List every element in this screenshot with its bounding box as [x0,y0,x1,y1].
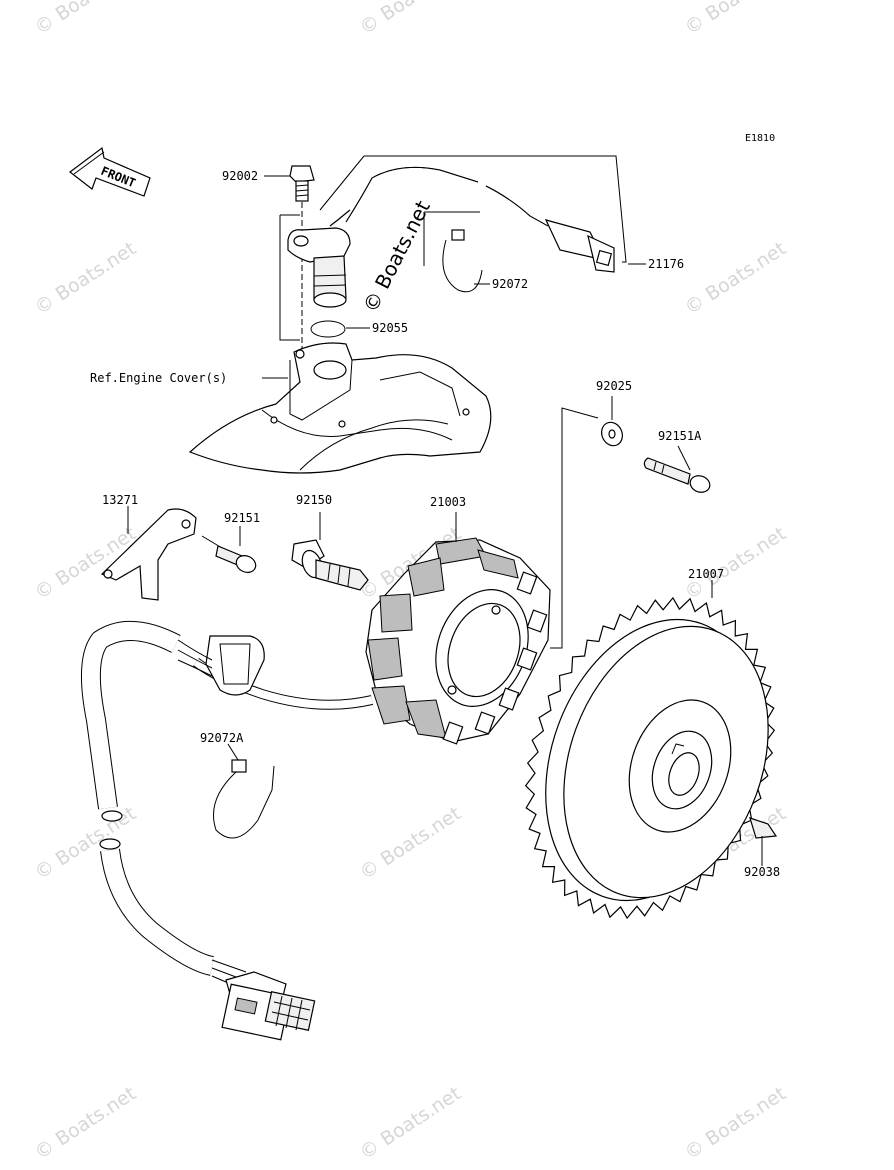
watermark: © Boats.net [681,523,790,605]
washer-bolt-group [601,396,711,493]
part-label: 13271 [102,493,138,507]
watermark: © Boats.net [358,197,435,317]
sensor-assembly [279,155,627,355]
key-92038 [749,817,778,866]
stator [365,512,551,745]
part-label: 92151A [658,429,702,443]
part-label: 21176 [648,257,684,271]
stator-teeth [442,571,548,745]
front-arrow-icon: FRONT [69,146,151,197]
part-label: 92055 [372,321,408,335]
leader-92025 [550,407,599,649]
diagram-code: E1810 [745,133,775,144]
part-label: 92038 [744,865,780,879]
watermark: © Boats.net [356,803,465,885]
watermark: © Boats.net [31,1083,140,1165]
watermark: © Boats.net [31,238,140,320]
engine-cover [188,342,492,474]
stator-coils [367,537,519,739]
part-label: 92002 [222,169,258,183]
part-label: 92072A [200,731,244,745]
part-label: 92025 [596,379,632,393]
bracket-plate [100,506,197,601]
part-label: 92150 [296,493,332,507]
clamp-92072a [213,743,275,839]
part-labels: 92002 21176 92072 92055 Ref.Engine Cover… [90,169,780,879]
part-label: 21003 [430,495,466,509]
part-label: 21007 [688,567,724,581]
watermark: © Boats.net [681,238,790,320]
part-label: 92151 [224,511,260,525]
stator-harness [80,621,374,1041]
bolt-92151 [201,535,257,573]
watermark: © Boats.net [356,0,465,39]
connector-pins [264,991,316,1031]
watermark: © Boats.net [356,1083,465,1165]
part-label: 92072 [492,277,528,291]
bolt-92150 [291,512,369,591]
watermark: © Boats.net [681,0,790,39]
watermark: © Boats.net [681,1083,790,1165]
ref-note: Ref.Engine Cover(s) [90,371,227,385]
rotor-flywheel [524,580,776,920]
watermark: © Boats.net [31,0,140,39]
